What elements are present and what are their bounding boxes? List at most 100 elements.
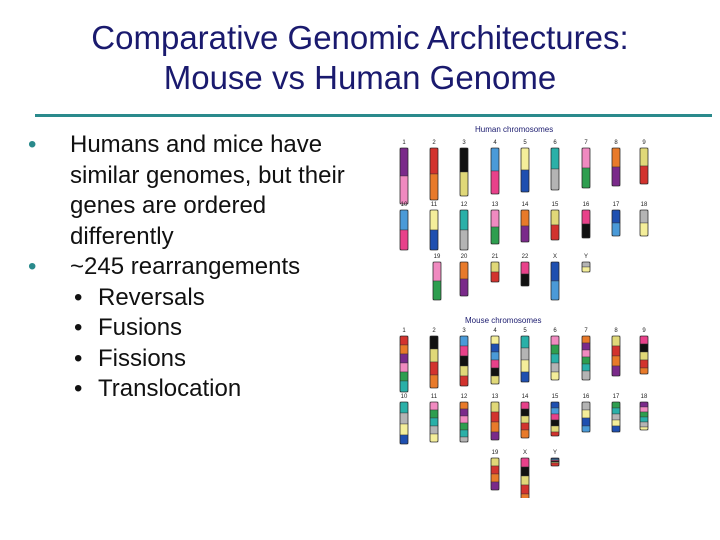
chromosome-human-3 — [459, 147, 469, 197]
mouse-label-14: 14 — [522, 394, 529, 400]
chromosome-human-17 — [611, 209, 621, 237]
mouse-label-19: 19 — [492, 450, 499, 456]
chromosome-human-19 — [432, 261, 442, 301]
chromosome-human-6 — [550, 147, 560, 191]
bullet-rearrangements: ~245 rearrangements — [28, 252, 373, 283]
human-label-5: 5 — [523, 140, 527, 146]
human-label-Y: Y — [584, 254, 588, 260]
chromosome-mouse-14 — [520, 401, 530, 439]
human-label-X: X — [553, 254, 557, 260]
chromosome-human-1 — [399, 147, 409, 205]
human-label-9: 9 — [642, 140, 646, 146]
chromosome-human-4 — [490, 147, 500, 195]
human-label-4: 4 — [493, 140, 497, 146]
human-label-8: 8 — [614, 140, 618, 146]
human-label-21: 21 — [492, 254, 499, 260]
chromosome-mouse-Y — [550, 457, 560, 467]
mouse-label-Y: Y — [553, 450, 557, 456]
mouse-label-18: 18 — [641, 394, 648, 400]
mouse-label-6: 6 — [553, 328, 557, 334]
slide-title: Comparative Genomic Architectures: Mouse… — [0, 18, 720, 98]
chromosome-human-7 — [581, 147, 591, 189]
chromosome-human-Y — [581, 261, 591, 273]
human-chromosomes-label: Human chromosomes — [475, 125, 553, 134]
human-label-17: 17 — [613, 202, 620, 208]
human-label-13: 13 — [492, 202, 499, 208]
mouse-label-3: 3 — [462, 328, 466, 334]
mouse-label-11: 11 — [431, 394, 438, 400]
chromosome-human-16 — [581, 209, 591, 239]
chromosome-mouse-11 — [429, 401, 439, 443]
chromosome-mouse-6 — [550, 335, 560, 381]
human-label-1: 1 — [402, 140, 406, 146]
subbullet-fusions: Fusions — [28, 313, 373, 344]
chromosome-mouse-16 — [581, 401, 591, 433]
chromosome-human-22 — [520, 261, 530, 287]
title-line-2: Mouse vs Human Genome — [163, 59, 557, 96]
mouse-label-12: 12 — [461, 394, 468, 400]
mouse-label-10: 10 — [401, 394, 408, 400]
mouse-label-5: 5 — [523, 328, 527, 334]
title-divider — [35, 114, 712, 117]
human-label-15: 15 — [552, 202, 559, 208]
human-label-14: 14 — [522, 202, 529, 208]
chromosome-mouse-10 — [399, 401, 409, 445]
chromosome-mouse-5 — [520, 335, 530, 383]
human-label-18: 18 — [641, 202, 648, 208]
chromosome-human-X — [550, 261, 560, 301]
chromosome-mouse-1 — [399, 335, 409, 393]
chromosome-human-14 — [520, 209, 530, 243]
chromosome-mouse-13 — [490, 401, 500, 441]
chromosome-human-12 — [459, 209, 469, 251]
subbullet-fissions: Fissions — [28, 344, 373, 375]
human-label-10: 10 — [401, 202, 408, 208]
chromosome-mouse-15 — [550, 401, 560, 437]
chromosome-mouse-2 — [429, 335, 439, 389]
title-line-1: Comparative Genomic Architectures: — [91, 19, 629, 56]
chromosome-human-13 — [490, 209, 500, 245]
chromosome-mouse-8 — [611, 335, 621, 377]
subbullet-translocation: Translocation — [28, 374, 373, 405]
chromosome-human-8 — [611, 147, 621, 187]
mouse-label-8: 8 — [614, 328, 618, 334]
mouse-label-1: 1 — [402, 328, 406, 334]
mouse-label-15: 15 — [552, 394, 559, 400]
chromosome-human-21 — [490, 261, 500, 283]
chromosome-mouse-4 — [490, 335, 500, 385]
bullet-list: Humans and mice have similar genomes, bu… — [28, 130, 373, 405]
mouse-label-9: 9 — [642, 328, 646, 334]
chromosome-mouse-3 — [459, 335, 469, 387]
human-label-2: 2 — [432, 140, 436, 146]
mouse-label-16: 16 — [583, 394, 590, 400]
chromosome-human-11 — [429, 209, 439, 251]
bullet-similar-genomes: Humans and mice have similar genomes, bu… — [28, 130, 373, 252]
chromosome-human-15 — [550, 209, 560, 241]
mouse-label-17: 17 — [613, 394, 620, 400]
chromosome-mouse-17 — [611, 401, 621, 433]
human-label-16: 16 — [583, 202, 590, 208]
mouse-label-2: 2 — [432, 328, 436, 334]
human-label-11: 11 — [431, 202, 438, 208]
chromosome-mouse-7 — [581, 335, 591, 381]
chromosome-human-10 — [399, 209, 409, 251]
human-label-20: 20 — [461, 254, 468, 260]
mouse-chromosomes-label: Mouse chromosomes — [465, 316, 541, 325]
chromosome-human-20 — [459, 261, 469, 297]
mouse-label-X: X — [523, 450, 527, 456]
human-label-3: 3 — [462, 140, 466, 146]
mouse-label-13: 13 — [492, 394, 499, 400]
human-label-22: 22 — [522, 254, 529, 260]
human-label-6: 6 — [553, 140, 557, 146]
chromosome-mouse-18 — [639, 401, 649, 431]
chromosome-human-2 — [429, 147, 439, 201]
chromosome-human-5 — [520, 147, 530, 193]
mouse-label-7: 7 — [584, 328, 588, 334]
subbullet-reversals: Reversals — [28, 283, 373, 314]
chromosome-mouse-12 — [459, 401, 469, 443]
human-label-12: 12 — [461, 202, 468, 208]
chromosome-human-9 — [639, 147, 649, 185]
human-label-19: 19 — [434, 254, 441, 260]
chromosome-mouse-19 — [490, 457, 500, 491]
